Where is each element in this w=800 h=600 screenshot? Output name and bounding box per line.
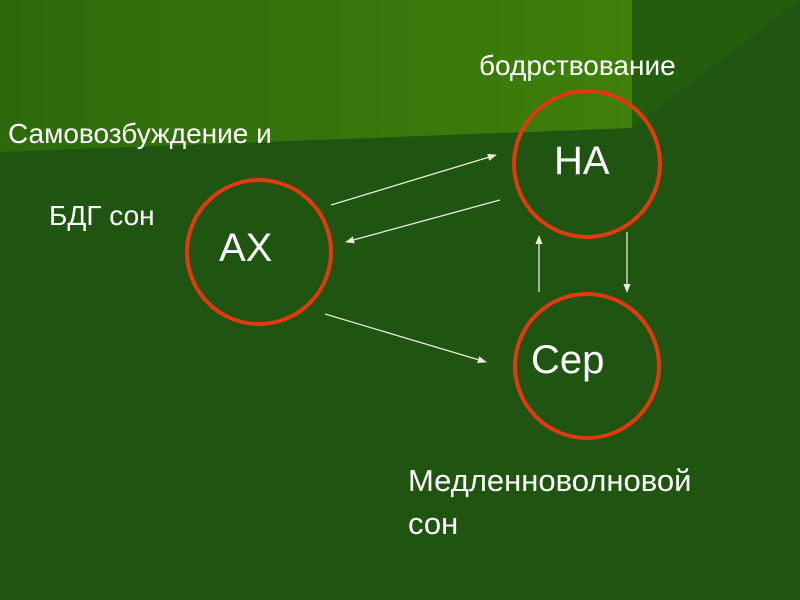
arrow-ax-to-ser	[324, 313, 487, 364]
wakefulness-label: бодрствование	[479, 50, 676, 81]
node-ser-label: Сер	[531, 338, 605, 382]
node-na-circle	[512, 89, 662, 239]
node-ser-circle	[513, 292, 661, 440]
node-ax-circle	[185, 178, 333, 326]
arrow-ax-to-na	[330, 153, 497, 206]
node-na-label: НА	[554, 139, 610, 183]
header-panel	[0, 0, 632, 152]
slow-wave-sleep-label-line1: Медленноволновой	[408, 463, 692, 498]
slow-wave-sleep-label-line2: сон	[408, 506, 459, 541]
self-excitation-label: Самовозбуждение и	[8, 118, 272, 149]
arrow-na-to-ax	[345, 199, 501, 244]
rem-sleep-label: БДГ сон	[49, 200, 155, 231]
node-ax-label: АХ	[219, 226, 273, 270]
header-panel-accent	[632, 0, 800, 128]
